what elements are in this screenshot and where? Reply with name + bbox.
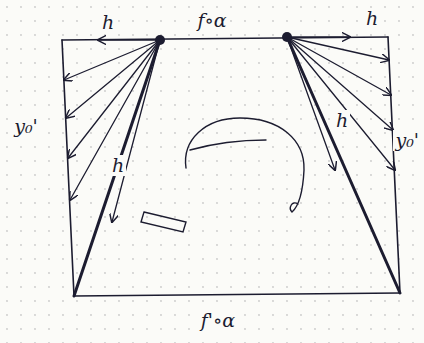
math-label: f∘α [195, 10, 228, 31]
base-points [155, 32, 292, 45]
fan-lines [64, 37, 395, 222]
math-label: f'∘α [199, 310, 237, 331]
doodle [141, 118, 304, 232]
math-label: h [334, 110, 350, 131]
trapezoid-frame [62, 37, 400, 296]
math-label: h [110, 155, 126, 176]
math-label: h [100, 12, 116, 33]
math-label: h [364, 8, 380, 29]
math-label: y₀' [12, 116, 40, 137]
math-label: y₀' [393, 130, 421, 151]
